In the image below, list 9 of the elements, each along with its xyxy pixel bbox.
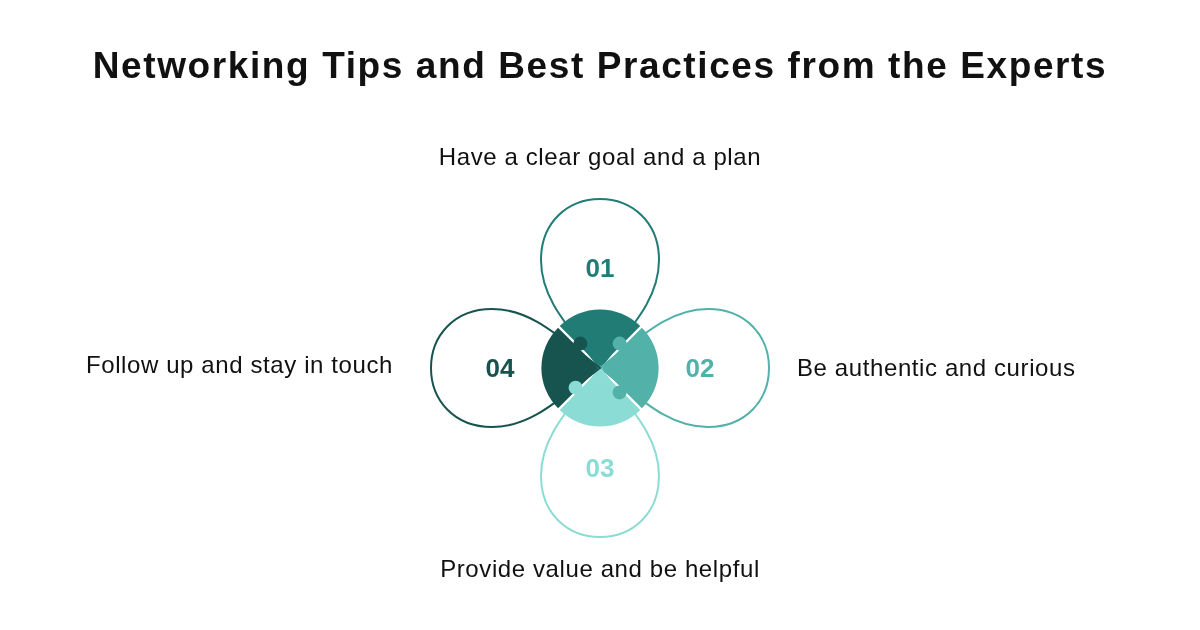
step-number: 04 <box>485 355 515 381</box>
tip-text: Have a clear goal and a plan <box>438 143 762 171</box>
tip-text: Be authentic and curious <box>797 354 1076 382</box>
tip-text: Provide value and be helpful <box>440 555 760 583</box>
tip-text: Follow up and stay in touch <box>85 351 393 379</box>
step-number: 03 <box>585 455 615 481</box>
title: Networking Tips and Best Practices from the Experts <box>92 45 1108 86</box>
step-number: 02 <box>685 355 715 381</box>
step-number: 01 <box>585 255 615 281</box>
